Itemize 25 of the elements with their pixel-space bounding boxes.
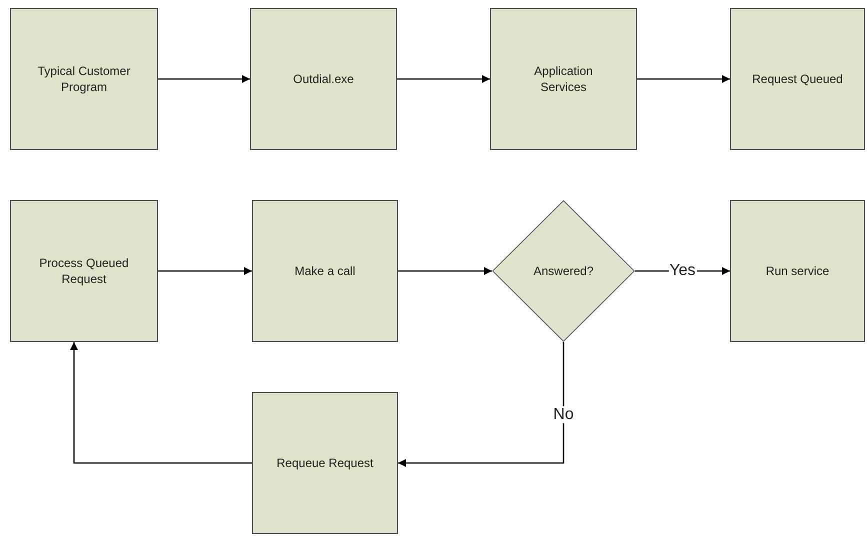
process-box (10, 200, 158, 342)
box-label: Requeue Request (276, 454, 374, 472)
process-box (490, 8, 637, 150)
box-label: Typical Customer Program (36, 62, 132, 96)
arrow (158, 75, 250, 83)
arrow (70, 342, 252, 464)
process-box (10, 8, 158, 150)
arrow (158, 267, 252, 275)
process-box (252, 392, 398, 534)
box-label: Process Queued Request (38, 254, 130, 288)
arrow (637, 75, 730, 83)
process-box (730, 200, 865, 342)
process-box (730, 8, 865, 150)
arrow (398, 267, 492, 275)
box-label: Outdial.exe (293, 70, 354, 88)
box-label: Application Services (533, 62, 594, 96)
process-box (250, 8, 397, 150)
process-box (252, 200, 398, 342)
edge-label: No (552, 406, 575, 424)
box-label: Run service (766, 262, 830, 280)
box-label: Answered? (533, 262, 594, 280)
box-label: Make a call (294, 262, 356, 280)
arrow (397, 75, 490, 83)
box-label: Request Queued (752, 70, 843, 88)
arrow (398, 342, 564, 467)
